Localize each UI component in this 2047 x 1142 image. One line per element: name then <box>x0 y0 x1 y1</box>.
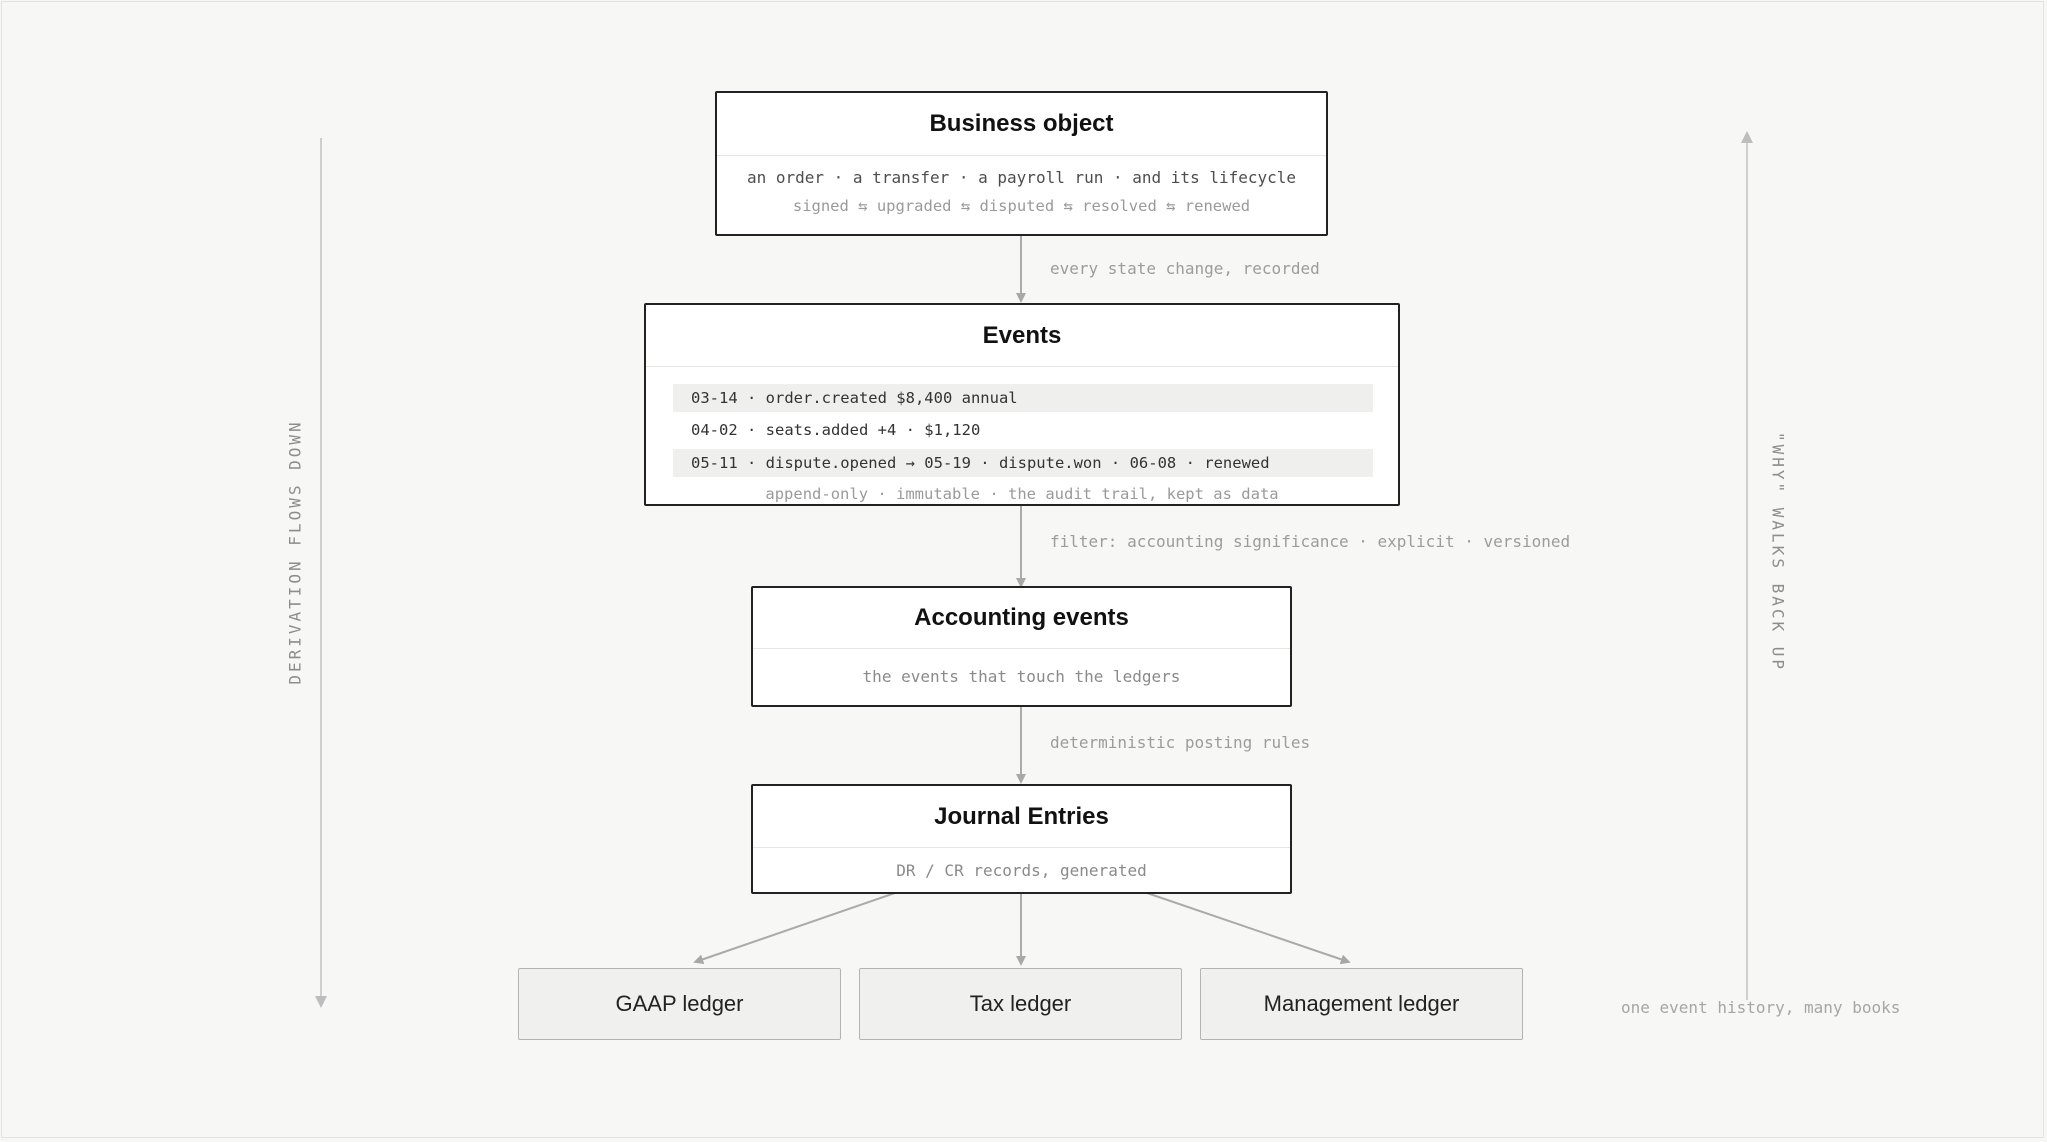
events-box: Events 03-14 · order.created $8,400 annu… <box>644 303 1400 506</box>
gaap-ledger: GAAP ledger <box>518 968 841 1040</box>
management-ledger: Management ledger <box>1200 968 1523 1040</box>
event-row: 05-11 · dispute.opened → 05-19 · dispute… <box>673 449 1373 477</box>
left-side-label: DERIVATION FLOWS DOWN <box>285 419 305 685</box>
connector-label-posting-rules: deterministic posting rules <box>1050 733 1311 752</box>
business-object-examples: an order · a transfer · a payroll run · … <box>746 168 1297 187</box>
accounting-events-box: Accounting events the events that touch … <box>751 586 1292 707</box>
journal-entries-box: Journal Entries DR / CR records, generat… <box>751 784 1292 894</box>
journal-entries-description: DR / CR records, generated <box>896 861 1147 880</box>
arrow-journal-to-gaap <box>693 892 896 965</box>
event-row: 04-02 · seats.added +4 · $1,120 <box>691 421 981 439</box>
accounting-events-title: Accounting events <box>753 588 1290 649</box>
arrow-journal-to-management <box>1146 892 1351 965</box>
business-object-box: Business object an order · a transfer · … <box>715 91 1328 236</box>
event-row: 03-14 · order.created $8,400 annual <box>673 384 1373 412</box>
accounting-events-description: the events that touch the ledgers <box>862 667 1181 686</box>
business-object-lifecycle: signed ⇆ upgraded ⇆ disputed ⇆ resolved … <box>792 197 1251 215</box>
journal-entries-title: Journal Entries <box>753 786 1290 848</box>
events-title: Events <box>646 305 1398 367</box>
connector-label-state-change: every state change, recorded <box>1050 259 1320 278</box>
connector-label-filter: filter: accounting significance · explic… <box>1050 532 1571 551</box>
tax-ledger: Tax ledger <box>859 968 1182 1040</box>
right-side-label: "WHY" WALKS BACK UP <box>1768 431 1788 673</box>
business-object-title: Business object <box>717 93 1326 156</box>
right-side-caption: one event history, many books <box>1621 998 1901 1017</box>
events-footer: append-only · immutable · the audit trai… <box>765 485 1279 503</box>
